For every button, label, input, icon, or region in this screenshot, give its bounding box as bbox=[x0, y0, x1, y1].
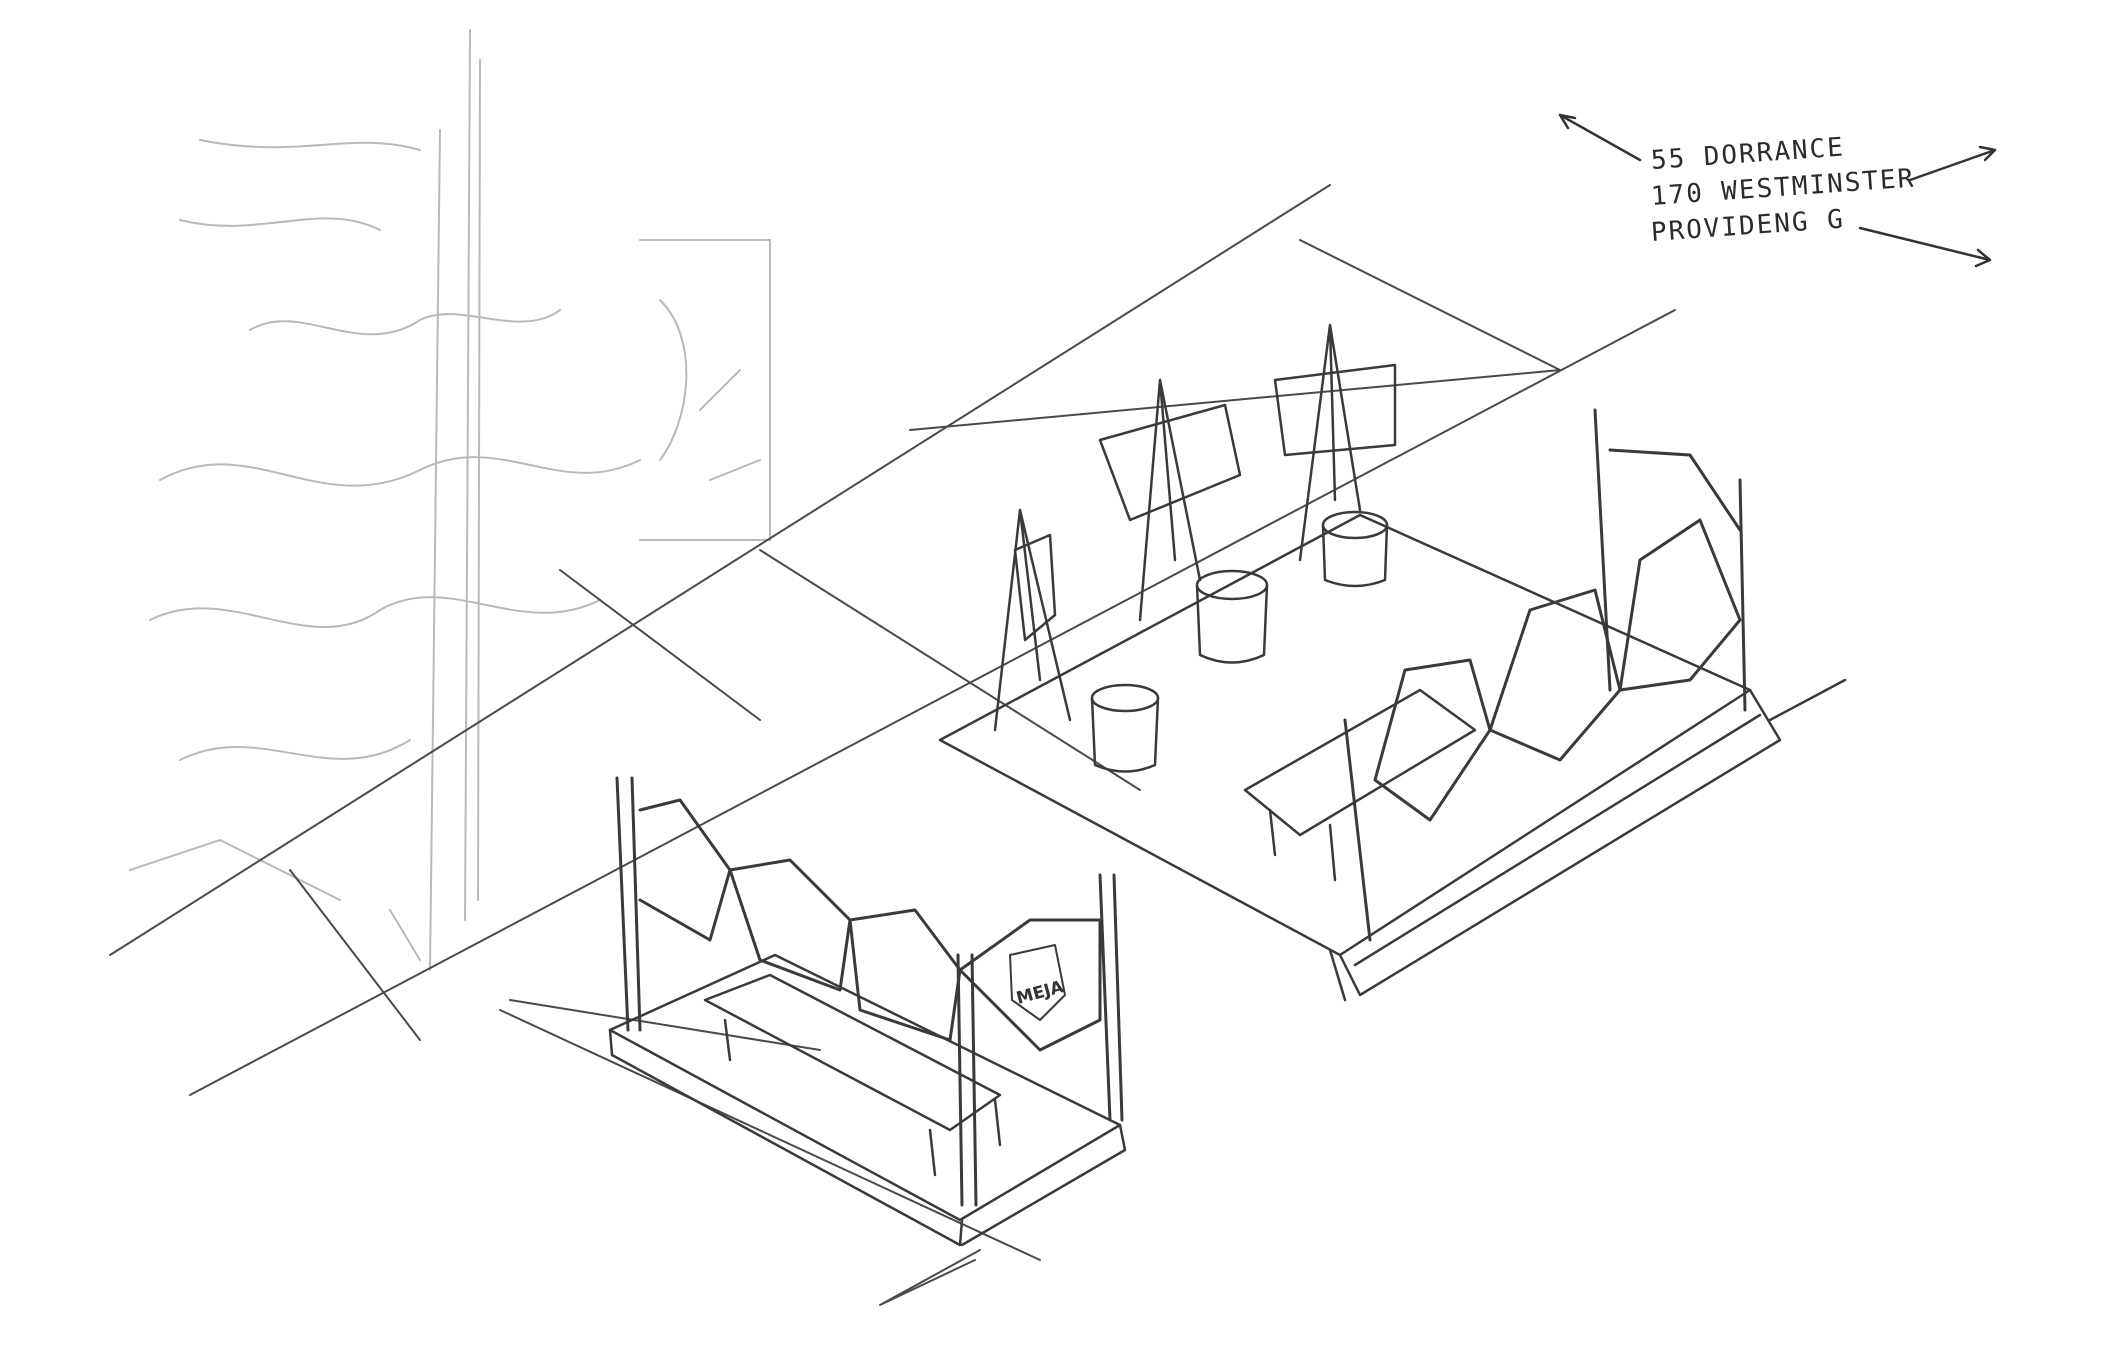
logo-badge bbox=[1009, 944, 1066, 1021]
stump-seats bbox=[1090, 510, 1389, 773]
right-divider-screen bbox=[1343, 408, 1747, 942]
left-divider-screen bbox=[615, 776, 1124, 1207]
left-bench bbox=[703, 973, 1002, 1177]
left-parklet-platform bbox=[608, 953, 1127, 1247]
background-scribbles bbox=[129, 29, 771, 971]
right-parklet-platform bbox=[938, 513, 1847, 1002]
easels bbox=[993, 323, 1397, 732]
street-lines bbox=[109, 184, 1676, 1306]
right-bench bbox=[1243, 688, 1477, 882]
direction-arrows bbox=[1558, 113, 1997, 268]
